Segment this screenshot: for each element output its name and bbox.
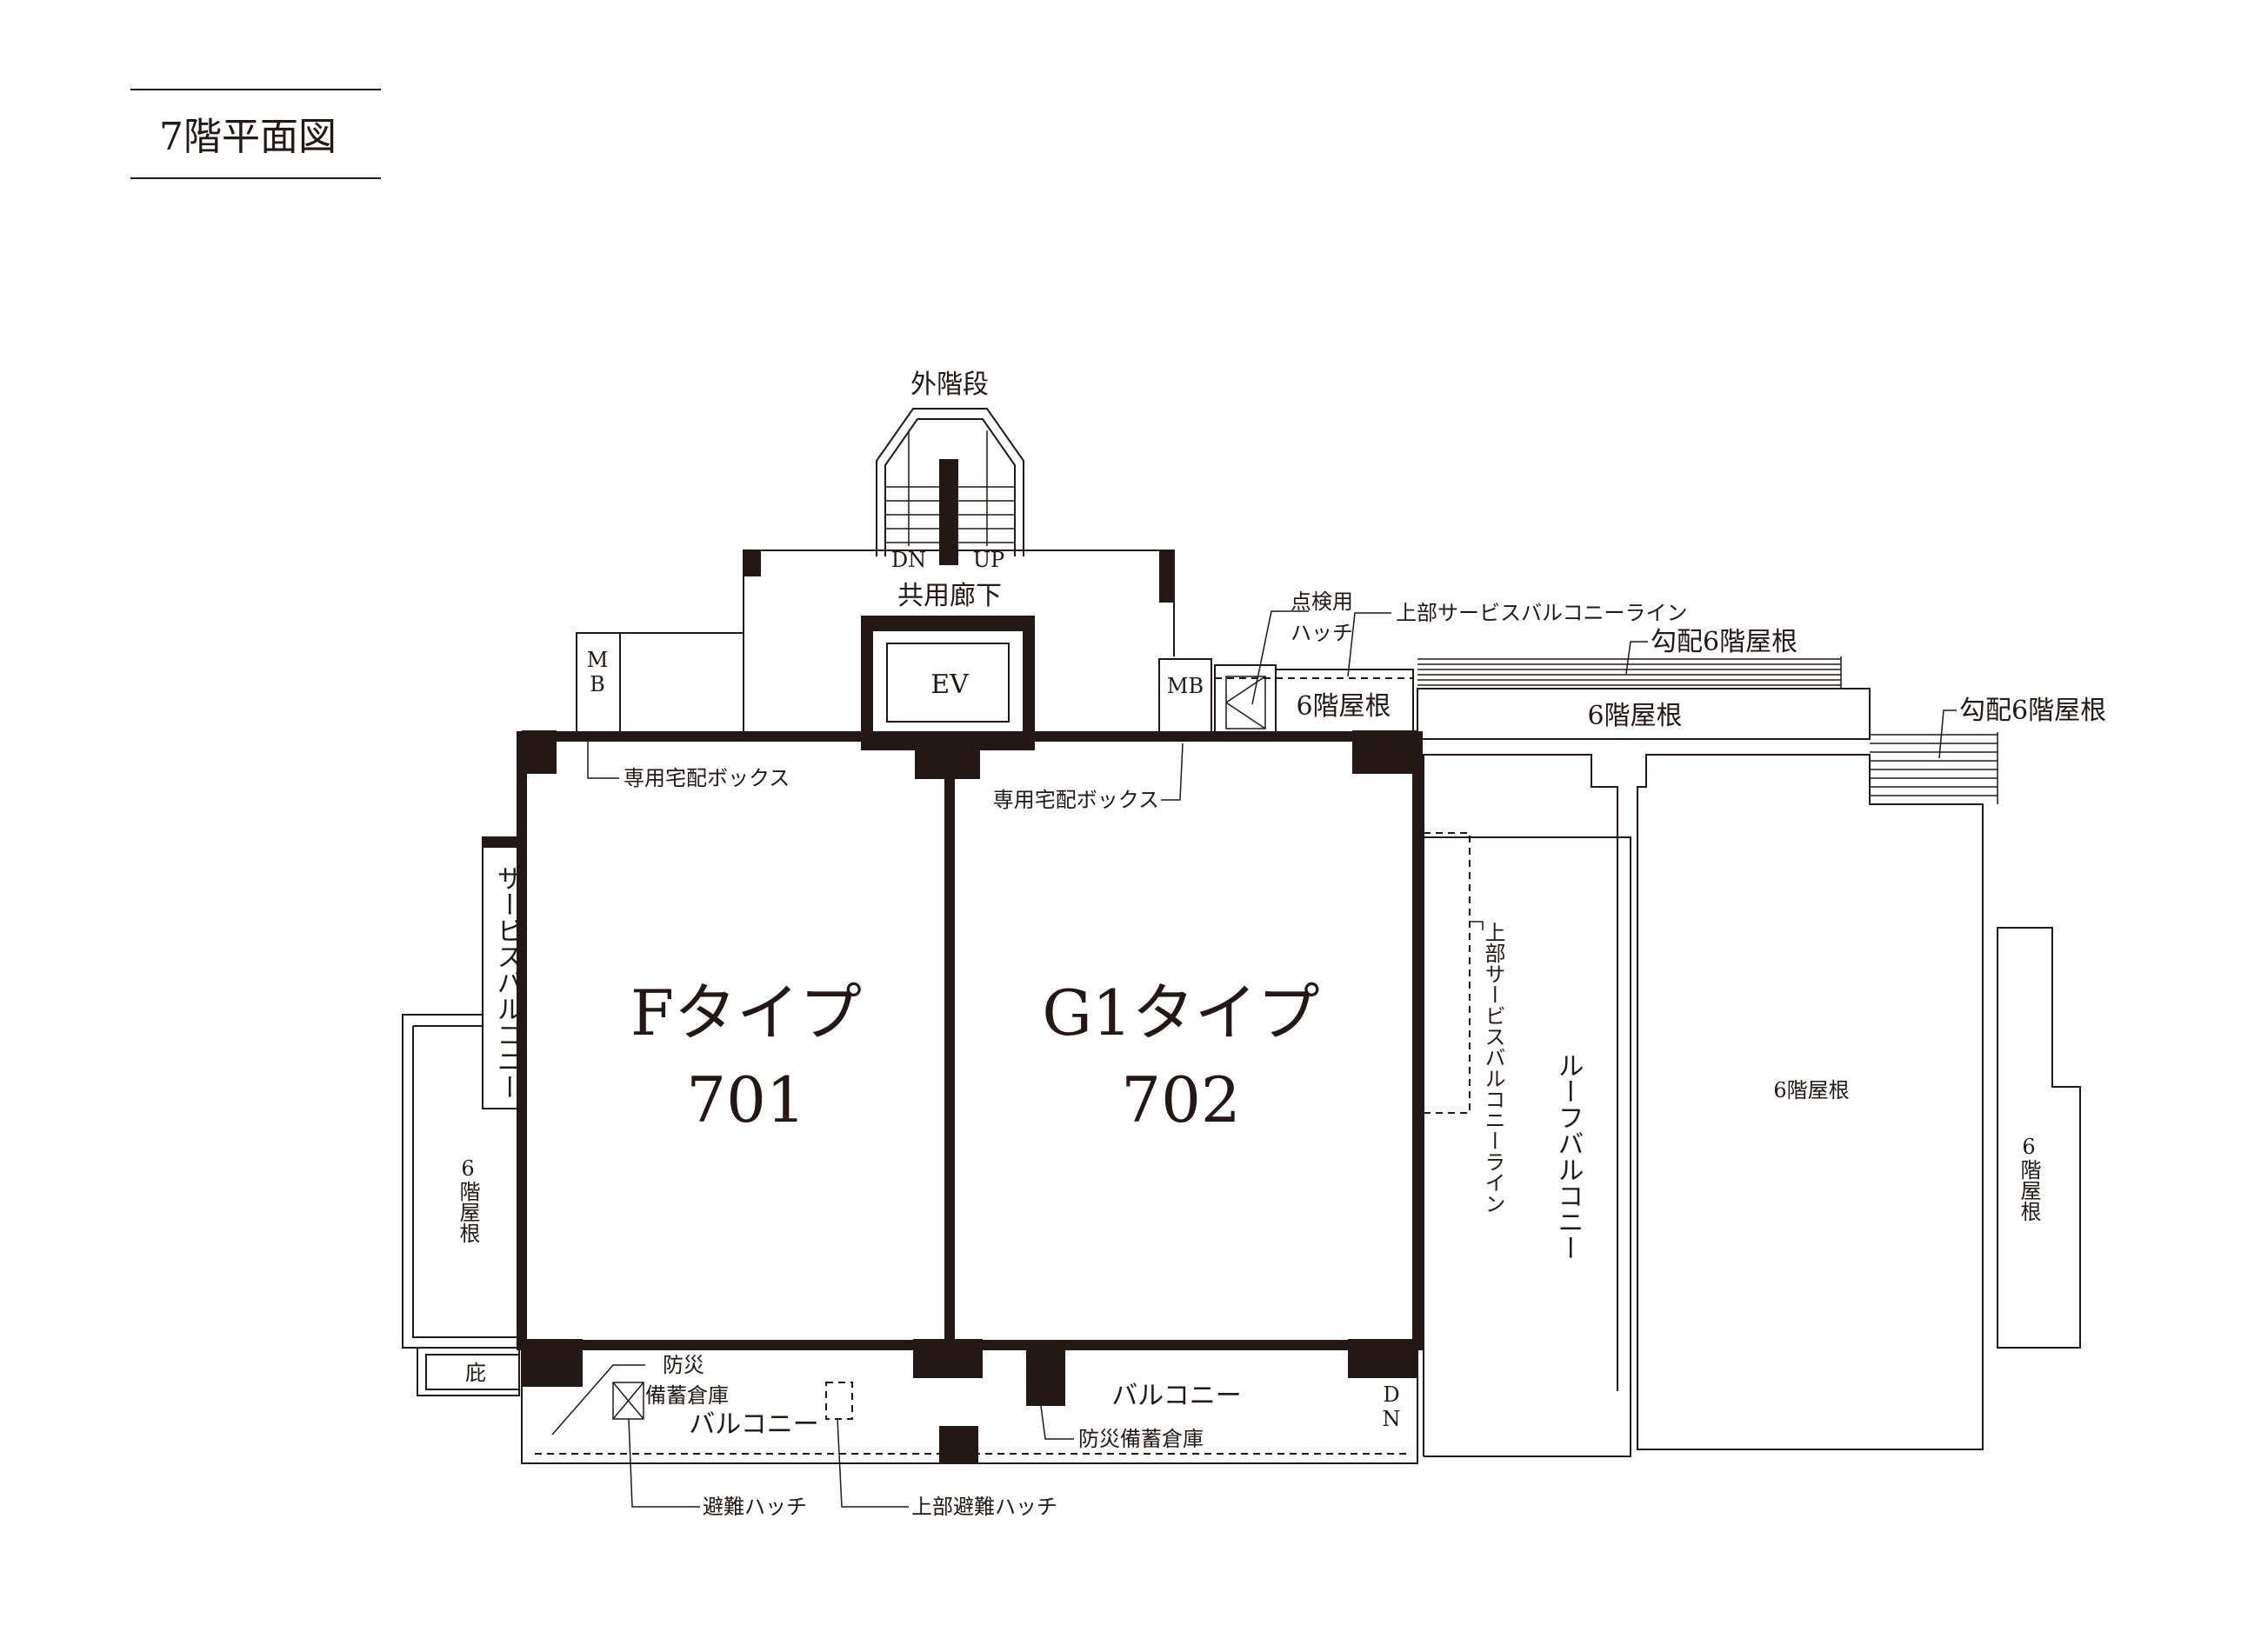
balcony-right-label: バルコニー <box>1111 1381 1241 1411</box>
delivery-box-left-label: 専用宅配ボックス <box>624 766 790 790</box>
inspection-hatch-label-2: ハッチ <box>1291 621 1353 645</box>
disaster-storage-right-label: 防災備蓄倉庫 <box>1078 1427 1204 1451</box>
unit-walls <box>517 730 1423 1464</box>
sloped-roof-label-1: 勾配6階屋根 <box>1651 627 1797 657</box>
dn-bottom-d: D <box>1383 1382 1399 1407</box>
disaster-storage-label-2: 備蓄倉庫 <box>645 1383 729 1408</box>
roof-strip-label: 6階屋根 <box>1587 701 1682 731</box>
elevator-label: EV <box>930 669 970 700</box>
unit-702-type: G1タイプ <box>1042 976 1319 1049</box>
evac-hatch-label: 避難ハッチ <box>703 1495 807 1519</box>
delivery-box-right-label: 専用宅配ボックス <box>993 788 1159 812</box>
disaster-storage-label-1: 防災 <box>663 1353 704 1377</box>
leader-lines <box>551 610 1957 1508</box>
up-label: UP <box>973 548 1004 572</box>
common-corridor-label: 共用廊下 <box>897 581 1002 611</box>
mb-right-label: MB <box>1167 674 1204 698</box>
right-roofs <box>1417 656 2081 1457</box>
balcony-left-label: バルコニー <box>689 1409 818 1440</box>
outer-stairs <box>876 408 1024 565</box>
title-block: 7階平面図 <box>130 89 381 179</box>
unit-701-type: Fタイプ <box>630 976 862 1049</box>
upper-service-balcony-line-label: 上部サービスバルコニーライン <box>1396 601 1688 625</box>
sloped-roof-label-2: 勾配6階屋根 <box>1959 696 2106 726</box>
upper-service-balcony-line-vertical-label: 上部サービスバルコニーライン <box>1481 922 1505 1214</box>
outer-stairs-label: 外階段 <box>910 370 989 400</box>
eaves-label: 庇 <box>465 1361 486 1385</box>
roof-left-label: 6階屋根 <box>456 1156 480 1243</box>
roof-big-label: 6階屋根 <box>1773 1078 1849 1102</box>
unit-701-number: 701 <box>686 1063 805 1136</box>
roof-small-label: 6階屋根 <box>1296 691 1391 722</box>
left-annex <box>402 836 523 1396</box>
dn-bottom-n: N <box>1383 1407 1401 1431</box>
page-title: 7階平面図 <box>159 115 337 159</box>
roof-balcony-label: ルーフバルコニー <box>1553 1052 1584 1261</box>
inspection-hatch-label-1: 点検用 <box>1291 590 1353 614</box>
roof-right-label: 6階屋根 <box>2017 1135 2041 1222</box>
upper-evac-hatch-label: 上部避難ハッチ <box>911 1495 1057 1519</box>
unit-702-number: 702 <box>1121 1063 1240 1136</box>
service-balcony-label: サービスバルコニー <box>492 865 523 1100</box>
dn-label: DN <box>891 548 926 572</box>
mb-left-label: MB <box>585 648 610 696</box>
